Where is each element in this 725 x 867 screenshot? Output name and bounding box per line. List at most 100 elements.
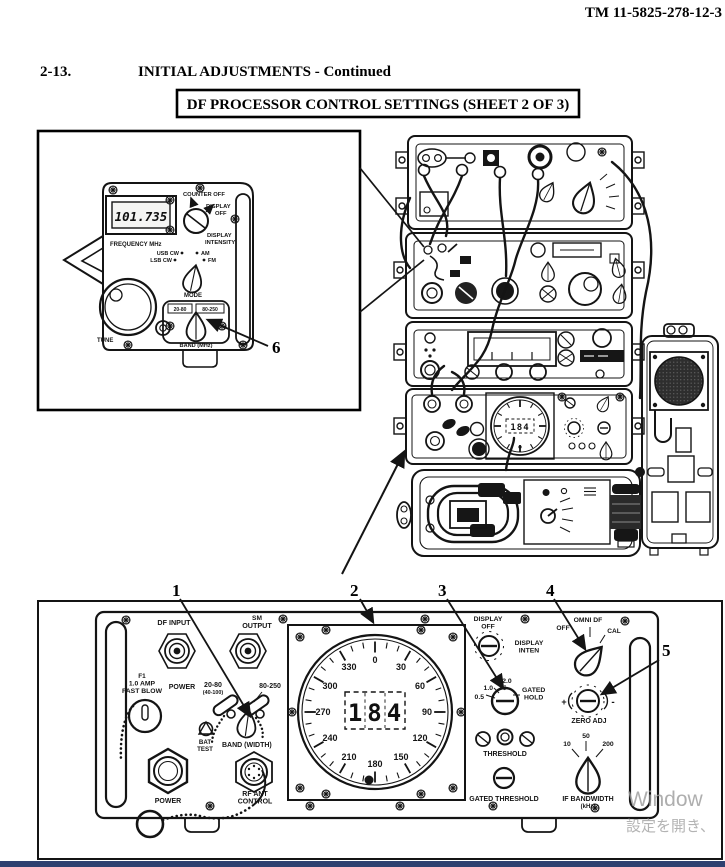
callout-5: 5 xyxy=(662,641,671,660)
dial-120: 120 xyxy=(412,733,427,743)
frequency-label: FREQUENCY MHz xyxy=(110,242,162,248)
frequency-value: 101.735 xyxy=(115,209,168,224)
mode-am-label: AM xyxy=(201,251,210,257)
dial-180: 180 xyxy=(367,759,382,769)
mode-lsb-label: LSB CW xyxy=(150,258,173,264)
dial-index-dot xyxy=(364,775,374,785)
bottom-edge-strip xyxy=(0,861,725,867)
mode-selector: USB CW LSB CW AM FM MODE xyxy=(150,251,216,299)
section-title: INITIAL ADJUSTMENTS - Continued xyxy=(138,64,392,80)
ifbw-label-1: IF BANDWIDTH xyxy=(562,796,613,803)
tune-knob: TUNE xyxy=(97,277,171,344)
bat-test-button xyxy=(198,721,214,737)
inset-detail: 101.735 FREQUENCY MHz COUNTER OFF DISPLA… xyxy=(36,129,362,412)
bat-test-label-1: BAT xyxy=(199,739,211,746)
equipment-stack: 184 xyxy=(393,135,719,557)
stack-unit-4: 184 xyxy=(405,388,633,465)
df-processor-panel: DF INPUT SM OUTPUT F1 1.0 AMP FAST BLOW … xyxy=(37,581,723,860)
display-off-label-2: OFF xyxy=(481,624,495,631)
ifbw-10-label: 10 xyxy=(563,741,571,748)
dial-60: 60 xyxy=(415,681,425,691)
lo-gated-knob xyxy=(485,685,520,716)
rf-ant-label-2: CONTROL xyxy=(238,799,273,806)
mode-label: MODE xyxy=(184,293,202,299)
dial-30: 30 xyxy=(396,662,406,672)
band-left-label: 20-80 xyxy=(174,307,187,313)
lo-10-label: 1.0 xyxy=(484,685,494,692)
callout-4: 4 xyxy=(546,581,555,600)
lo-gated-label-1: GATED xyxy=(522,687,545,694)
band-right-label: 80-250 xyxy=(202,307,218,313)
zero-adj-plus: + xyxy=(561,697,566,707)
zero-adj-minus: - xyxy=(611,697,614,708)
sm-output-connector xyxy=(229,633,267,669)
dial-90: 90 xyxy=(422,707,432,717)
sm-output-label-2: OUTPUT xyxy=(242,621,272,630)
bat-test-label-2: TEST xyxy=(197,746,213,753)
lo-20-label: 2.0 xyxy=(502,678,512,685)
lo-gated-label-2: HOLD xyxy=(524,695,543,702)
band-low-label: 20-80 xyxy=(204,682,222,689)
callout-6: 6 xyxy=(272,338,281,357)
dial-150: 150 xyxy=(393,752,408,762)
fuse-holder xyxy=(119,698,163,762)
panel-handle-left xyxy=(104,620,128,809)
bearing-readout: 184 xyxy=(348,699,406,727)
mode-usb-label: USB CW xyxy=(157,251,180,257)
df-input-connector xyxy=(158,633,196,669)
zero-adj-knob xyxy=(567,684,609,718)
tune-label: TUNE xyxy=(97,338,113,344)
display-off-label-1: DISPLAY xyxy=(474,616,503,623)
interconnect-cables xyxy=(399,160,653,472)
stack-unit-5 xyxy=(396,469,642,557)
dial-270: 270 xyxy=(315,707,330,717)
display-intensity-label-2: INTENSITY xyxy=(205,240,235,246)
rf-ant-label-1: RF ANT xyxy=(242,791,268,798)
display-inten-knob xyxy=(474,631,504,661)
power-toggle-label: POWER xyxy=(169,684,195,691)
dial-240: 240 xyxy=(322,733,337,743)
display-inten-label-1: DISPLAY xyxy=(515,640,544,647)
sheet-title-box xyxy=(175,88,581,119)
fuse-label-2: 1.0 AMP xyxy=(129,681,156,688)
fuse-label-1: F1 xyxy=(138,673,146,680)
panel-handle-right xyxy=(628,636,652,812)
callout-1: 1 xyxy=(172,581,181,600)
dial-330: 330 xyxy=(341,662,356,672)
rf-ant-control-connector: RF ANT CONTROL xyxy=(235,750,273,806)
band-label: BAND (MHz) xyxy=(180,343,213,349)
threshold-adjust xyxy=(475,728,535,747)
display-off-label-2: OFF xyxy=(215,211,227,217)
display-intensity-knob xyxy=(183,196,215,234)
sm-output-label-1: SM xyxy=(252,615,262,622)
lo-05-label: 0.5 xyxy=(475,694,485,701)
omni-cal-label: CAL xyxy=(607,628,621,635)
dial-0: 0 xyxy=(372,655,377,665)
loudspeaker-unit xyxy=(635,323,719,556)
fuse-label-3: FAST BLOW xyxy=(122,688,163,695)
windows-watermark-line1: Window xyxy=(628,788,704,811)
mode-fm-label: FM xyxy=(208,258,216,264)
dial-300: 300 xyxy=(322,681,337,691)
sheet-title: DF PROCESSOR CONTROL SETTINGS (SHEET 2 O… xyxy=(187,97,569,113)
power-connector-label: POWER xyxy=(155,798,181,805)
bearing-readout-box xyxy=(344,691,406,730)
zero-adj-label: ZERO ADJ xyxy=(571,718,606,725)
stack-dial-reading: 184 xyxy=(510,423,529,433)
display-inten-label-2: INTEN xyxy=(519,648,539,655)
display-off-label-1: DISPLAY xyxy=(206,204,231,210)
threshold-label: THRESHOLD xyxy=(483,751,527,758)
ifbw-label-2: (kHz) xyxy=(581,804,596,810)
bearing-dial: 0 30 60 90 120 150 180 210 240 270 300 3… xyxy=(287,624,466,801)
ifbw-200-label: 200 xyxy=(602,741,614,748)
display-intensity-label-1: DISPLAY xyxy=(207,233,232,239)
speaker-grille xyxy=(654,356,704,406)
section-number: 2-13. xyxy=(40,64,71,80)
stack-unit-3 xyxy=(405,321,633,387)
omni-df-label: OMNI DF xyxy=(574,617,603,624)
ifbw-50-label: 50 xyxy=(582,733,590,740)
callout-2: 2 xyxy=(350,581,359,600)
df-input-label: DF INPUT xyxy=(157,618,191,627)
omni-off-label: OFF xyxy=(556,625,569,632)
gated-threshold-label: GATED THRESHOLD xyxy=(469,796,538,803)
